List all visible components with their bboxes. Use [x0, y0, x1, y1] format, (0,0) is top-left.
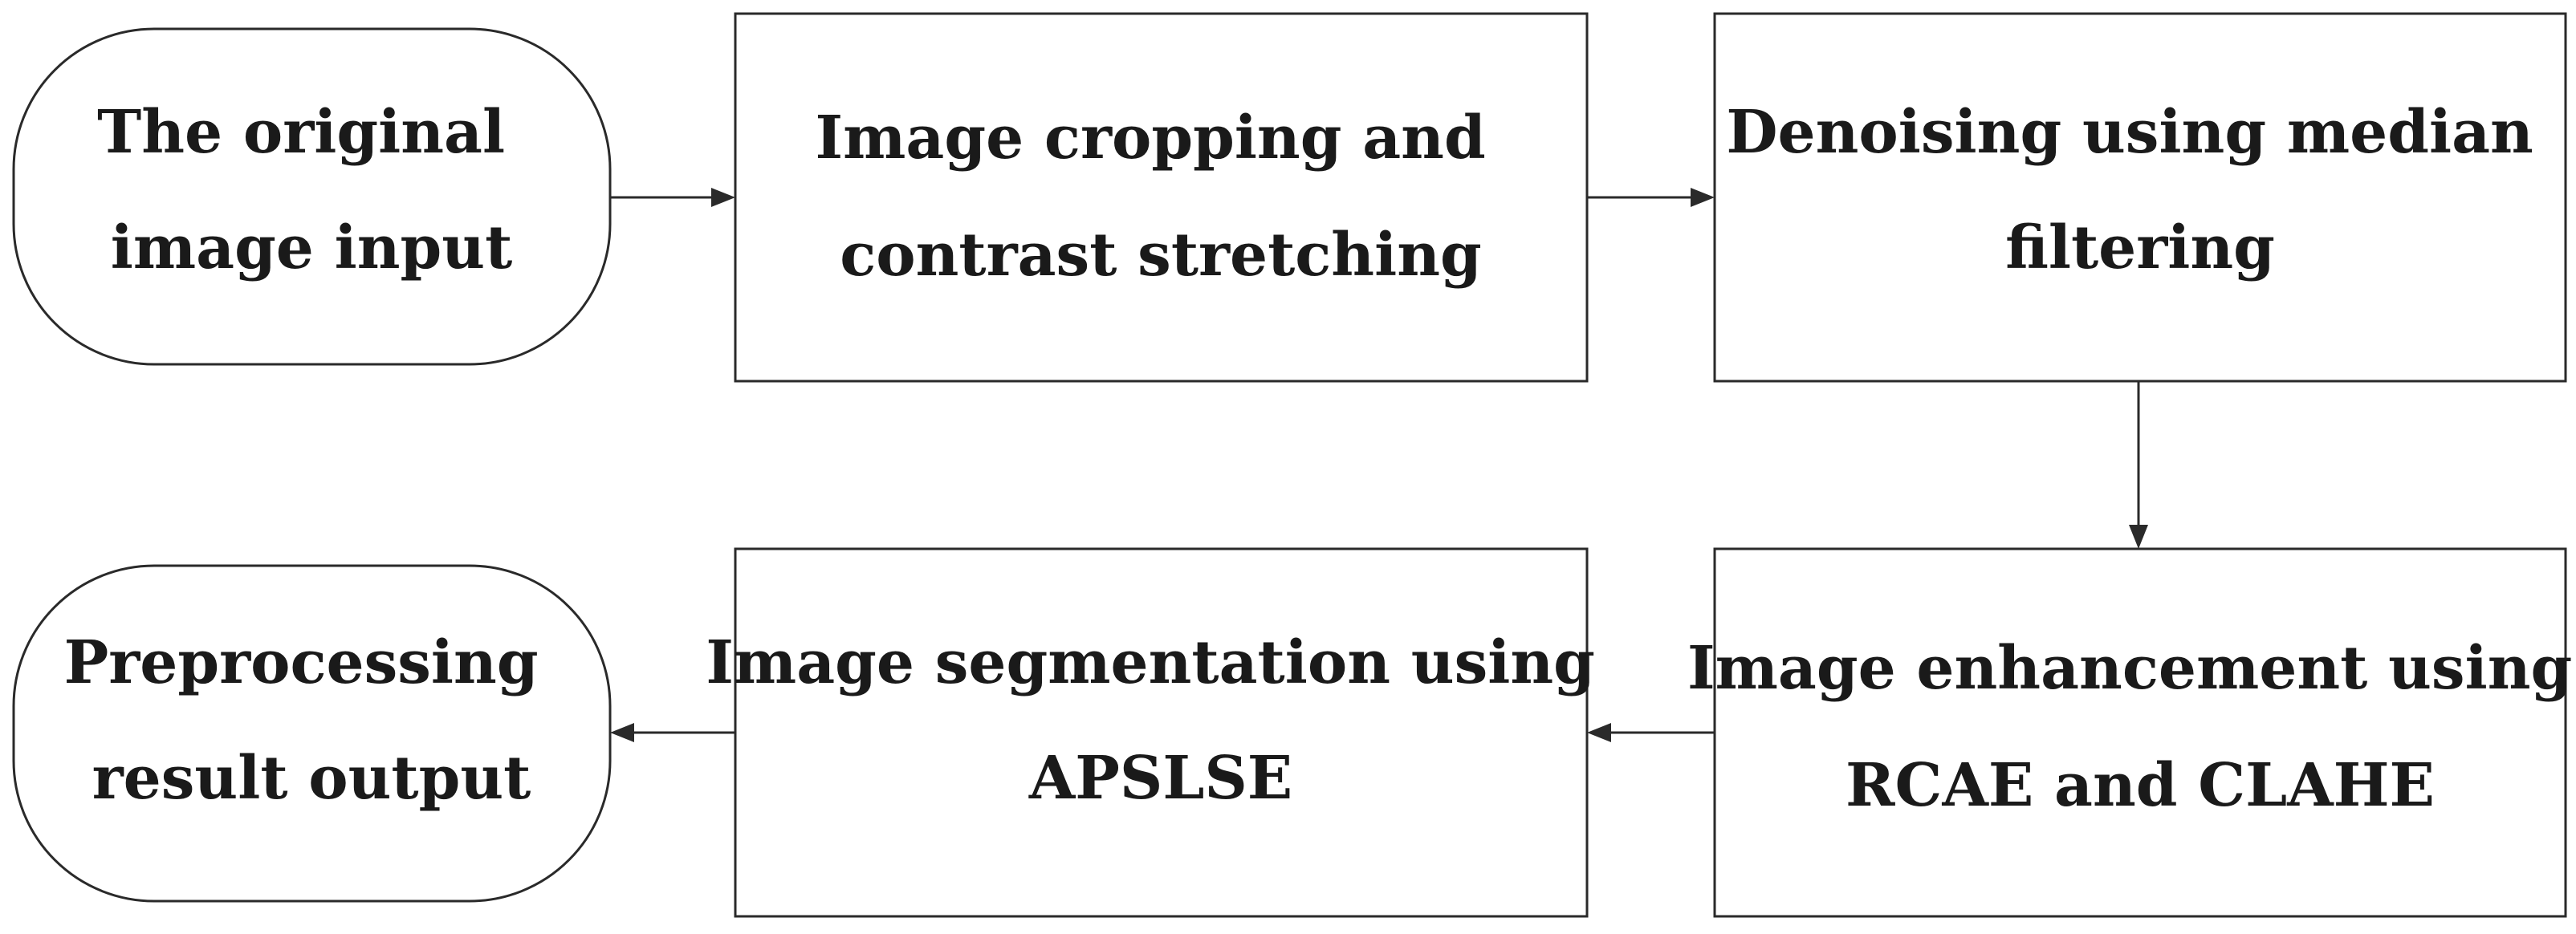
edge-input-to-crop	[610, 188, 735, 207]
arrowhead-icon	[2129, 525, 2148, 549]
node-denoise-line-1: Denoising using median	[1726, 98, 2533, 167]
edge-segment-to-output	[610, 723, 735, 742]
node-output: Preprocessing result output	[12, 564, 612, 903]
process-box	[734, 547, 1589, 918]
node-enhance-line-2: RCAE and CLAHE	[1846, 751, 2435, 820]
arrowhead-icon	[711, 188, 735, 207]
node-segment-line-2: APSLSE	[1028, 744, 1292, 813]
svg-text:Preprocessing result out: Preprocessing result output	[64, 628, 560, 813]
edge-crop-to-denoise	[1587, 188, 1715, 207]
terminator-shape	[12, 27, 612, 366]
node-denoise-line-2: filtering	[2005, 213, 2275, 282]
arrowhead-icon	[1691, 188, 1715, 207]
process-box	[1713, 12, 2567, 383]
svg-text:Image segmentation using: Image segmentation using APSLSE	[706, 628, 1615, 813]
node-output-line-2: result output	[92, 744, 531, 813]
node-segment-line-1: Image segmentation using	[706, 628, 1595, 697]
node-input-line-1: The original	[97, 98, 505, 167]
process-box	[734, 12, 1589, 383]
edge-denoise-to-enhance	[2129, 382, 2148, 549]
process-box	[1713, 547, 2567, 918]
arrowhead-icon	[1587, 723, 1611, 742]
node-denoise: Denoising using median filtering	[1713, 12, 2567, 383]
node-crop-line-1: Image cropping and	[815, 104, 1485, 173]
svg-text:Image enhancement using: Image enhancement using RCAE and CLAHE	[1687, 634, 2576, 820]
svg-text:Image cropping and contr: Image cropping and contrast stretching	[815, 104, 1506, 290]
node-enhance: Image enhancement using RCAE and CLAHE	[1687, 547, 2576, 918]
node-crop-line-2: contrast stretching	[840, 221, 1482, 290]
edge-enhance-to-segment	[1587, 723, 1715, 742]
node-output-line-1: Preprocessing	[64, 628, 539, 697]
node-enhance-line-1: Image enhancement using	[1687, 634, 2572, 703]
node-input-line-2: image input	[111, 213, 513, 282]
node-crop: Image cropping and contrast stretching	[734, 12, 1589, 383]
arrowhead-icon	[610, 723, 634, 742]
svg-text:The original image input: The original image input	[97, 98, 526, 282]
node-segment: Image segmentation using APSLSE	[706, 547, 1615, 918]
node-input: The original image input	[12, 27, 612, 366]
svg-text:Denoising using median f: Denoising using median filtering	[1726, 98, 2554, 282]
terminator-shape	[12, 564, 612, 903]
